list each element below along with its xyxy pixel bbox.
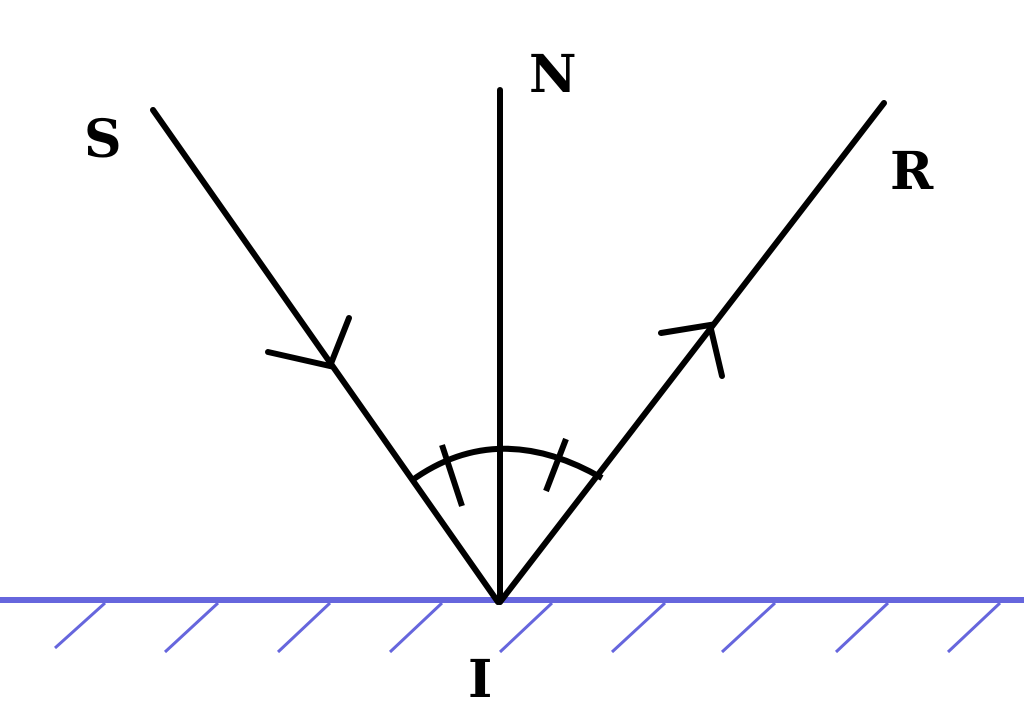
label-normal: N bbox=[529, 44, 577, 105]
hatch-mark bbox=[53, 601, 107, 650]
reflected-ray bbox=[497, 100, 887, 605]
hatch-mark bbox=[720, 601, 777, 654]
hatch-mark bbox=[834, 601, 890, 654]
angle-tick-right bbox=[543, 437, 569, 493]
label-incidence-point: I bbox=[468, 649, 492, 710]
hatch-mark bbox=[388, 601, 444, 654]
label-source: S bbox=[84, 109, 122, 170]
hatch-mark bbox=[946, 601, 1002, 654]
reflected-arrowhead bbox=[658, 321, 725, 379]
hatch-mark bbox=[610, 601, 667, 654]
mirror-hatching bbox=[53, 601, 1002, 654]
hatch-mark bbox=[163, 601, 220, 654]
angle-arc bbox=[409, 445, 604, 484]
incident-ray bbox=[150, 107, 501, 605]
hatch-mark bbox=[498, 601, 554, 654]
incident-arrowhead bbox=[265, 315, 352, 370]
angle-tick-left bbox=[439, 444, 465, 507]
hatch-mark bbox=[276, 601, 332, 654]
label-reflected: R bbox=[890, 141, 934, 202]
